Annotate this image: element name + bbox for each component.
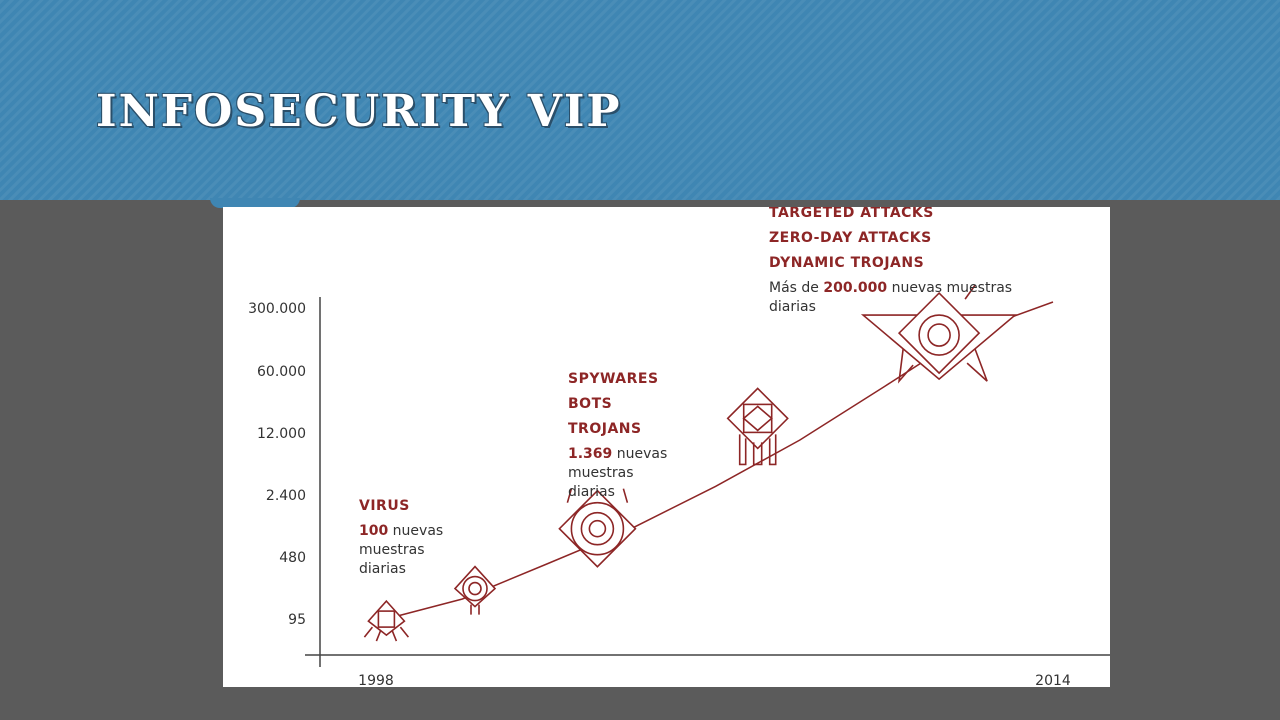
threat-category-label: BOTS — [568, 396, 612, 412]
bot-icon — [558, 488, 637, 568]
targeted-attack-icon — [860, 284, 1018, 384]
slide-header: Infosecurity VIP — [0, 0, 1280, 200]
threat-category-label: TROJANS — [568, 421, 642, 437]
daily-samples-label: 100 nuevas — [359, 523, 443, 539]
daily-samples-label: Más de 200.000 nuevas muestras — [769, 280, 1012, 296]
y-tick-label: 2.400 — [266, 488, 306, 504]
daily-samples-desc: diarias — [769, 299, 816, 315]
y-tick-label: 95 — [288, 612, 306, 628]
daily-samples-desc: muestras — [359, 542, 425, 558]
spyware-icon — [453, 565, 497, 615]
daily-samples-desc: muestras — [568, 465, 634, 481]
threat-category-label: VIRUS — [359, 498, 410, 514]
threat-category-label: ZERO-DAY ATTACKS — [769, 230, 932, 246]
y-tick-label: 300.000 — [248, 301, 306, 317]
x-tick-label: 2014 — [1035, 673, 1071, 687]
daily-samples-desc: diarias — [359, 561, 406, 577]
slide-title: Infosecurity VIP — [96, 86, 622, 137]
annotation-block: VIRUS 100 nuevas muestras diarias — [359, 498, 443, 577]
y-tick-label: 480 — [279, 550, 306, 566]
daily-samples-count: 1.369 — [568, 446, 612, 462]
trojan-icon — [726, 387, 789, 466]
y-tick-label: 12.000 — [257, 426, 306, 442]
daily-samples-count: 200.000 — [823, 280, 887, 296]
virus-icon — [363, 599, 410, 642]
daily-samples-label: 1.369 nuevas — [568, 446, 667, 462]
annotation-block: SPYWARES BOTS TROJANS 1.369 nuevas muestras d… — [568, 371, 667, 500]
chart-panel: 95 480 2.400 12.000 60.000 300.000 1998 2014 VIR… — [223, 207, 1110, 687]
threat-category-label: DYNAMIC TROJANS — [769, 255, 924, 271]
threat-category-label: SPYWARES — [568, 371, 659, 387]
header-notch — [210, 198, 300, 208]
threat-category-label: TARGETED ATTACKS — [769, 207, 934, 221]
y-tick-label: 60.000 — [257, 364, 306, 380]
daily-samples-count: 100 — [359, 523, 388, 539]
threat-growth-chart: 95 480 2.400 12.000 60.000 300.000 1998 2014 VIR… — [248, 207, 1110, 687]
daily-samples-desc: diarias — [568, 484, 615, 500]
x-tick-label: 1998 — [358, 673, 394, 687]
annotation-block: TARGETED ATTACKS ZERO-DAY ATTACKS DYNAMIC … — [769, 207, 1012, 315]
